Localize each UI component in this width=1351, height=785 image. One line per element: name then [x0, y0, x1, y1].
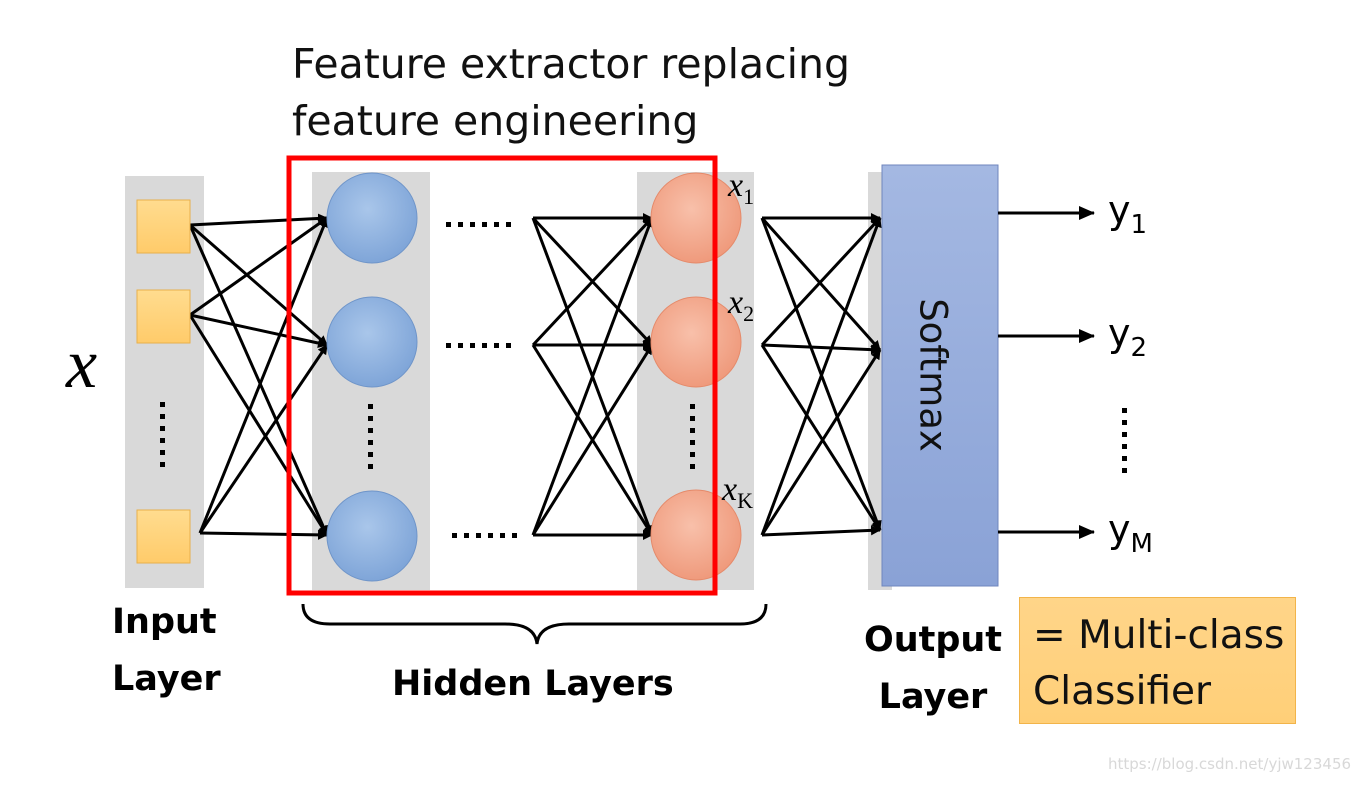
vertical-dots-hidden — [368, 404, 373, 469]
output-label-m: yM — [1108, 507, 1153, 559]
feature-node — [650, 296, 742, 388]
output-label-2: y2 — [1108, 311, 1148, 363]
classifier-note-text: = Multi-class Classifier — [1033, 613, 1285, 714]
horizontal-ellipses — [446, 222, 517, 538]
feature-label-1: x1 — [728, 167, 755, 209]
feature-node — [650, 172, 742, 264]
hidden-to-output-connections — [760, 213, 882, 537]
input-to-hidden-connections — [188, 213, 329, 540]
horizontal-dots-row1 — [446, 222, 511, 227]
hidden-node — [326, 490, 418, 582]
hidden-node — [326, 296, 418, 388]
input-node — [136, 199, 191, 254]
vertical-dots-output — [1122, 408, 1127, 473]
input-node — [136, 509, 191, 564]
input-layer-label: Input Layer — [112, 602, 221, 699]
feature-label-k: xK — [722, 471, 753, 513]
watermark: https://blog.csdn.net/yjw123456 — [1108, 755, 1351, 773]
horizontal-dots-row3 — [452, 533, 517, 538]
hidden-node — [326, 172, 418, 264]
input-nodes — [136, 199, 191, 564]
hidden-nodes-last — [650, 172, 742, 581]
hidden-layers-label: Hidden Layers — [392, 664, 674, 704]
input-variable-label: x — [66, 326, 98, 403]
title-line-2: feature engineering — [292, 97, 699, 145]
diagram-title: Feature extractor replacing feature engi… — [292, 36, 852, 150]
classifier-note-box — [1019, 597, 1296, 724]
horizontal-dots-row2 — [446, 343, 511, 348]
middle-to-last-hidden-connections — [531, 213, 654, 540]
title-line-1: Feature extractor replacing — [292, 40, 851, 88]
output-layer-label: Output Layer — [863, 620, 1003, 717]
feature-label-2: x2 — [728, 284, 755, 326]
hidden-layers-brace — [301, 603, 768, 645]
softmax-label: Softmax — [911, 298, 955, 452]
softmax-box — [881, 164, 999, 587]
input-node — [136, 289, 191, 344]
vertical-dots-input — [160, 402, 165, 467]
vertical-ellipses — [160, 402, 1127, 473]
feature-node — [650, 489, 742, 581]
vertical-dots-last-hidden — [690, 404, 695, 469]
output-label-1: y1 — [1108, 188, 1148, 240]
feature-extractor-highlight — [286, 155, 718, 596]
output-arrows — [998, 206, 1095, 539]
hidden-nodes-first — [326, 172, 418, 582]
